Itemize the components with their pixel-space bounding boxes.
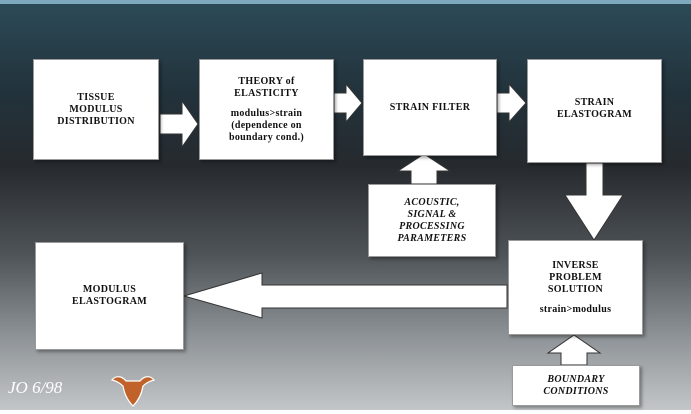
acoustic-line-2: SIGNAL & xyxy=(407,208,457,220)
tissue-line-2: MODULUS xyxy=(69,103,123,115)
modulus-elastogram-line-1: MODULUS xyxy=(82,284,137,295)
inverse-sub-1: strain>modulus xyxy=(539,303,612,315)
arrow-elastogram-to-inverse xyxy=(564,162,624,241)
tissue-line-1: TISSUE xyxy=(77,91,115,103)
strain-elastogram-line-2: ELASTOGRAM xyxy=(556,109,633,120)
strain-filter-label: STRAIN FILTER xyxy=(389,101,471,113)
arrow-inverse-to-modulus xyxy=(182,272,508,319)
arrow-layer xyxy=(159,82,624,366)
acoustic-parameters-box: ACOUSTIC, SIGNAL & PROCESSING PARAMETERS xyxy=(368,184,496,257)
theory-line-2: ELASTICITY xyxy=(234,87,299,99)
theory-line-1: THEORY of xyxy=(238,75,295,87)
tissue-modulus-distribution-box: TISSUE MODULUS DISTRIBUTION xyxy=(33,59,159,160)
theory-of-elasticity-box: THEORY of ELASTICITY modulus>strain (dep… xyxy=(199,59,334,160)
theory-sub-1: modulus>strain xyxy=(230,107,303,119)
inverse-line-1: INVERSE xyxy=(552,259,599,271)
strain-filter-box: STRAIN FILTER xyxy=(363,59,497,156)
inverse-line-2: PROBLEM xyxy=(549,271,602,283)
inverse-problem-solution-box: INVERSE PROBLEM SOLUTION strain>modulus xyxy=(508,240,643,335)
modulus-elastogram-box: MODULUS ELASTOGRAM xyxy=(35,242,184,350)
acoustic-line-1: ACOUSTIC, xyxy=(404,196,460,208)
arrow-filter-to-elastogram xyxy=(496,82,527,124)
arrow-theory-to-filter xyxy=(333,82,363,124)
arrow-tissue-to-theory xyxy=(159,99,199,149)
boundary-line-2: CONDITIONS xyxy=(543,385,609,397)
footer-initials-date: JO 6/98 xyxy=(8,378,63,397)
arrow-boundary-to-inverse xyxy=(546,334,602,366)
boundary-line-1: BOUNDARY xyxy=(547,373,605,385)
acoustic-line-4: PARAMETERS xyxy=(397,232,467,244)
theory-sub-2: (dependence on xyxy=(231,119,302,131)
modulus-elastogram-line-2: ELASTOGRAM xyxy=(71,296,148,307)
arrow-acoustic-to-filter xyxy=(396,153,452,185)
inverse-line-3: SOLUTION xyxy=(547,283,604,295)
boundary-conditions-box: BOUNDARY CONDITIONS xyxy=(512,365,640,406)
tissue-line-3: DISTRIBUTION xyxy=(57,115,135,127)
theory-sub-3: boundary cond.) xyxy=(228,131,305,143)
longhorn-logo-icon xyxy=(110,376,156,407)
strain-elastogram-box: STRAIN ELASTOGRAM xyxy=(527,59,662,163)
strain-elastogram-line-1: STRAIN xyxy=(574,97,615,108)
acoustic-line-3: PROCESSING xyxy=(399,220,465,232)
